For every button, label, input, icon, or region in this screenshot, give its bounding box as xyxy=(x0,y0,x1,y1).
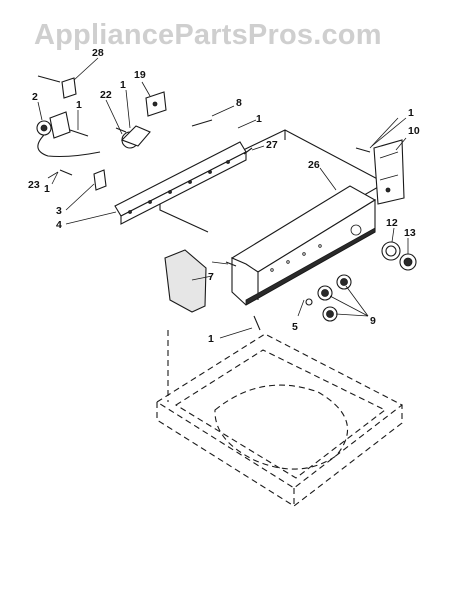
callout-13: 13 xyxy=(404,227,416,239)
console-end-cap xyxy=(373,139,405,205)
callout-22: 22 xyxy=(100,89,112,101)
leader-lines xyxy=(37,57,409,339)
callout-12: 12 xyxy=(386,217,398,229)
callout-19: 19 xyxy=(134,69,146,81)
selector-switch xyxy=(145,91,167,117)
callout-1-c: 1 xyxy=(256,113,262,125)
callout-7: 7 xyxy=(208,271,214,283)
screws xyxy=(37,75,371,331)
callout-9: 9 xyxy=(370,315,376,327)
callout-3: 3 xyxy=(56,205,62,217)
timer-knob xyxy=(381,241,417,271)
callout-labels: 28 1 2 19 1 22 8 1 27 1 10 26 23 1 3 4 1… xyxy=(28,47,420,345)
switch-28 xyxy=(61,77,77,99)
control-bracket xyxy=(114,141,247,225)
callout-23: 23 xyxy=(28,179,40,191)
callout-10: 10 xyxy=(408,125,420,137)
washer-cabinet-top xyxy=(155,330,404,507)
callout-4: 4 xyxy=(56,219,62,231)
watermark: AppliancePartsPros.com xyxy=(34,19,382,51)
callout-28: 28 xyxy=(92,47,104,59)
callout-1-a: 1 xyxy=(76,99,82,111)
timer-motor xyxy=(121,125,151,149)
end-cap-left xyxy=(164,249,207,313)
callout-1-d: 1 xyxy=(408,107,414,119)
callout-2: 2 xyxy=(32,91,38,103)
switch-3 xyxy=(93,169,107,191)
callout-1-f: 1 xyxy=(208,333,214,345)
control-knobs xyxy=(305,274,352,322)
callout-26: 26 xyxy=(308,159,320,171)
callout-1-e: 1 xyxy=(44,183,50,195)
callout-5: 5 xyxy=(292,321,298,333)
water-level-switch xyxy=(36,111,101,158)
console-panel xyxy=(230,185,377,306)
callout-1-b: 1 xyxy=(120,79,126,91)
callout-27: 27 xyxy=(266,139,278,151)
callout-8: 8 xyxy=(236,97,242,109)
